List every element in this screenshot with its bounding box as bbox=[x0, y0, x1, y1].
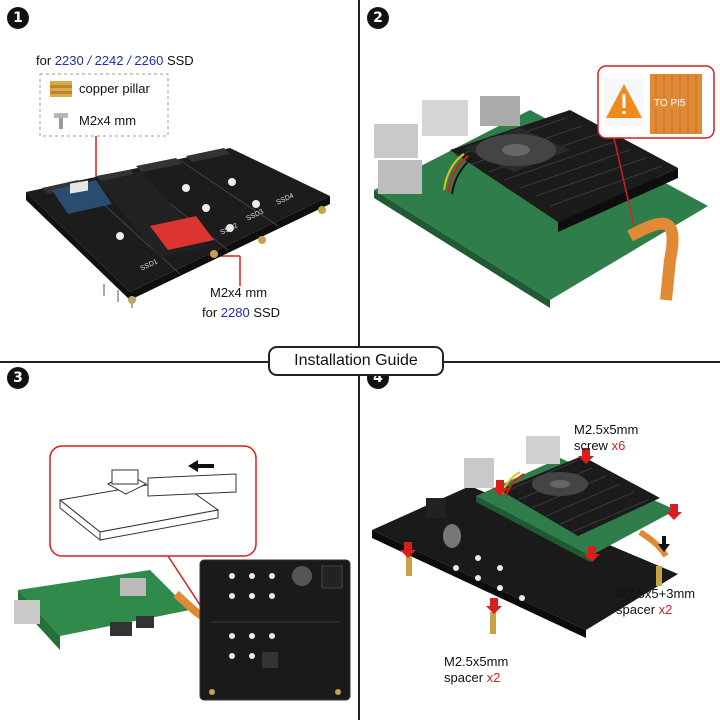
ssd-board-illustration bbox=[26, 73, 330, 308]
ethernet-port bbox=[422, 100, 468, 136]
arrow-left-icon bbox=[188, 460, 214, 472]
step-3-badge: 3 bbox=[7, 367, 29, 389]
spacer-bottom-count: x2 bbox=[486, 670, 501, 685]
step-3-panel: 3 bbox=[0, 360, 360, 720]
arrow-down-icon bbox=[400, 448, 682, 614]
m2-adapter-board bbox=[26, 148, 330, 308]
screw-count-line: screw x6 bbox=[574, 438, 626, 453]
usb-port-2 bbox=[378, 160, 422, 194]
pi5-cooler-illustration bbox=[374, 65, 715, 308]
pi5-board bbox=[14, 570, 190, 650]
spacer-top-count-line: spacer x2 bbox=[616, 602, 673, 617]
arrow-up-icon bbox=[658, 536, 670, 552]
usb-port bbox=[374, 124, 418, 158]
size-2230: 2230 bbox=[54, 53, 84, 68]
copper-pillar-label: copper pillar bbox=[79, 81, 150, 96]
cable-label: TO PI5 bbox=[654, 98, 686, 109]
ssd-size-line: for 2230 / 2242 / 2260 SSD bbox=[36, 53, 194, 68]
ribbon-cable bbox=[627, 217, 679, 301]
cable-connect-illustration bbox=[14, 445, 351, 701]
assembled-stack-illustration bbox=[372, 436, 682, 638]
size-2242: 2242 bbox=[94, 53, 124, 68]
size-2280: 2280 bbox=[220, 305, 250, 320]
step-4-panel: 4 bbox=[360, 360, 720, 720]
parts-callout-box bbox=[39, 73, 169, 137]
heatsink-4 bbox=[500, 456, 660, 536]
size-2260: 2260 bbox=[134, 53, 164, 68]
screw-count: x6 bbox=[611, 438, 626, 453]
spacer-top-spec-label: M2.5x5+3mm bbox=[616, 586, 696, 601]
screw-label: M2x4 mm bbox=[79, 113, 137, 128]
screw-spec-label: M2.5x5mm bbox=[574, 422, 639, 437]
bottom-ssd-line: for 2280 SSD bbox=[202, 305, 281, 320]
warning-icon bbox=[604, 78, 644, 126]
step-1-badge: 1 bbox=[7, 7, 29, 29]
screw-icon bbox=[54, 113, 68, 129]
ssd-adapter-board bbox=[199, 559, 351, 701]
step-2-badge: 2 bbox=[367, 7, 389, 29]
spacer-bottom-count-line: spacer x2 bbox=[444, 670, 501, 685]
step-1-panel: 1 for 2230 / 2242 / 2260 SSD bbox=[0, 0, 360, 360]
spacer-bottom-spec-label: M2.5x5mm bbox=[444, 654, 509, 669]
step-2-panel: 2 bbox=[360, 0, 720, 360]
copper-pillar-icon bbox=[50, 81, 72, 97]
ssd-adapter-board-4 bbox=[372, 486, 678, 638]
spacer-top-count: x2 bbox=[658, 602, 673, 617]
installation-guide-title: Installation Guide bbox=[268, 346, 444, 376]
bottom-screw-label: M2x4 mm bbox=[210, 285, 268, 300]
fan bbox=[464, 128, 570, 172]
